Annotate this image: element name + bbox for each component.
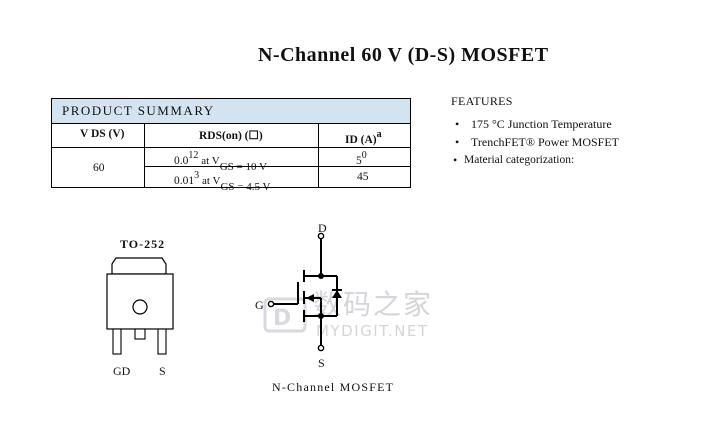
package-hole	[132, 299, 148, 315]
id-value: 45	[357, 171, 369, 183]
source-label: S	[318, 356, 325, 370]
pin-label: S	[159, 364, 166, 378]
page-title: N-Channel 60 V (D-S) MOSFET	[258, 44, 549, 66]
svg-text:D: D	[273, 306, 291, 331]
drain-label: D	[318, 221, 327, 235]
features-list: •175 °C Junction Temperature •TrenchFET®…	[451, 115, 691, 169]
pin-label: GD	[113, 364, 131, 378]
mosfet-caption: N-Channel MOSFET	[272, 380, 395, 394]
package-lead	[112, 328, 122, 355]
package-tab	[111, 257, 167, 275]
divider	[145, 166, 410, 167]
to252-package-drawing	[106, 257, 174, 355]
gate-label: G	[255, 298, 264, 312]
column-header-vds: V DS (V)	[80, 128, 125, 140]
features-title: FEATURES	[451, 94, 513, 108]
divider	[144, 123, 145, 187]
table-heading: PRODUCT SUMMARY	[52, 99, 410, 124]
list-item: •Material categorization:	[453, 153, 575, 167]
divider	[52, 147, 410, 148]
table-heading-label: PRODUCT SUMMARY	[62, 103, 215, 118]
column-header-id: ID (A)a	[345, 129, 382, 146]
list-item: •TrenchFET® Power MOSFET	[455, 135, 620, 149]
package-lead	[134, 328, 146, 340]
vds-value: 60	[93, 162, 105, 174]
column-header-rds: RDS(on) (☐)	[199, 130, 263, 142]
id-value: 50	[356, 150, 367, 167]
list-item: •175 °C Junction Temperature	[455, 117, 612, 131]
product-summary-table: PRODUCT SUMMARY V DS (V) RDS(on) (☐) ID …	[51, 98, 411, 193]
package-lead	[157, 328, 167, 355]
rds-value: 0.013 at VGS = 4.5 V	[174, 170, 271, 193]
features-section: FEATURES •175 °C Junction Temperature •T…	[451, 94, 691, 169]
divider	[318, 123, 319, 187]
package-name: TO-252	[120, 237, 166, 251]
watermark-en: MYDIGIT.NET	[316, 322, 429, 340]
mosfet-symbol	[267, 232, 342, 352]
rds-value: 0.012 at VGS = 10 V	[174, 150, 267, 173]
